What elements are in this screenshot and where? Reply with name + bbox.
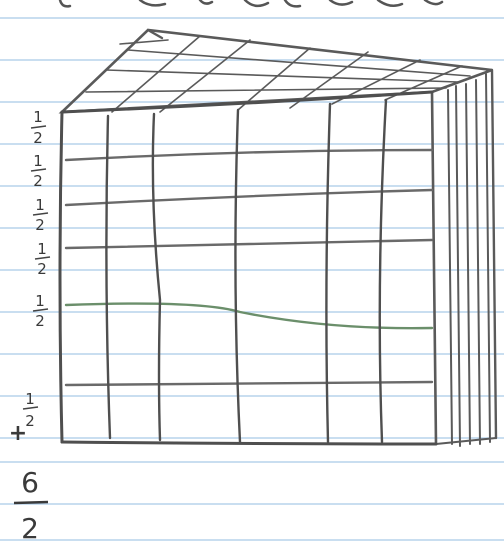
ruled-lines: [0, 18, 504, 540]
cube-right-face: [432, 70, 496, 446]
result-fraction: 6 2: [14, 466, 48, 545]
fraction-4: 1 2: [35, 240, 50, 278]
fraction-2-denominator: 2: [33, 172, 43, 190]
fraction-2: 1 2: [31, 152, 46, 190]
fraction-6-numerator: 1: [25, 390, 35, 408]
plus-sign: +: [9, 421, 27, 446]
side-fractions: 1 2 1 2 1 2 1 2 1 2 1 2 +: [9, 108, 50, 446]
fraction-5-numerator: 1: [35, 292, 45, 310]
result-denominator: 2: [21, 512, 39, 545]
fraction-4-numerator: 1: [37, 240, 47, 258]
cube-top-face: [62, 30, 492, 112]
fraction-4-denominator: 2: [37, 260, 47, 278]
cube-front-face: [60, 92, 436, 444]
fraction-1: 1 2: [31, 108, 46, 147]
fraction-1-denominator: 2: [33, 129, 43, 147]
fraction-5: 1 2: [33, 292, 48, 330]
fraction-5-denominator: 2: [35, 312, 45, 330]
fraction-2-numerator: 1: [33, 152, 43, 170]
fraction-1-numerator: 1: [33, 108, 43, 126]
result-numerator: 6: [21, 466, 39, 499]
top-scribble: [60, 0, 442, 6]
fraction-3-numerator: 1: [35, 196, 45, 214]
fraction-3-denominator: 2: [35, 216, 45, 234]
